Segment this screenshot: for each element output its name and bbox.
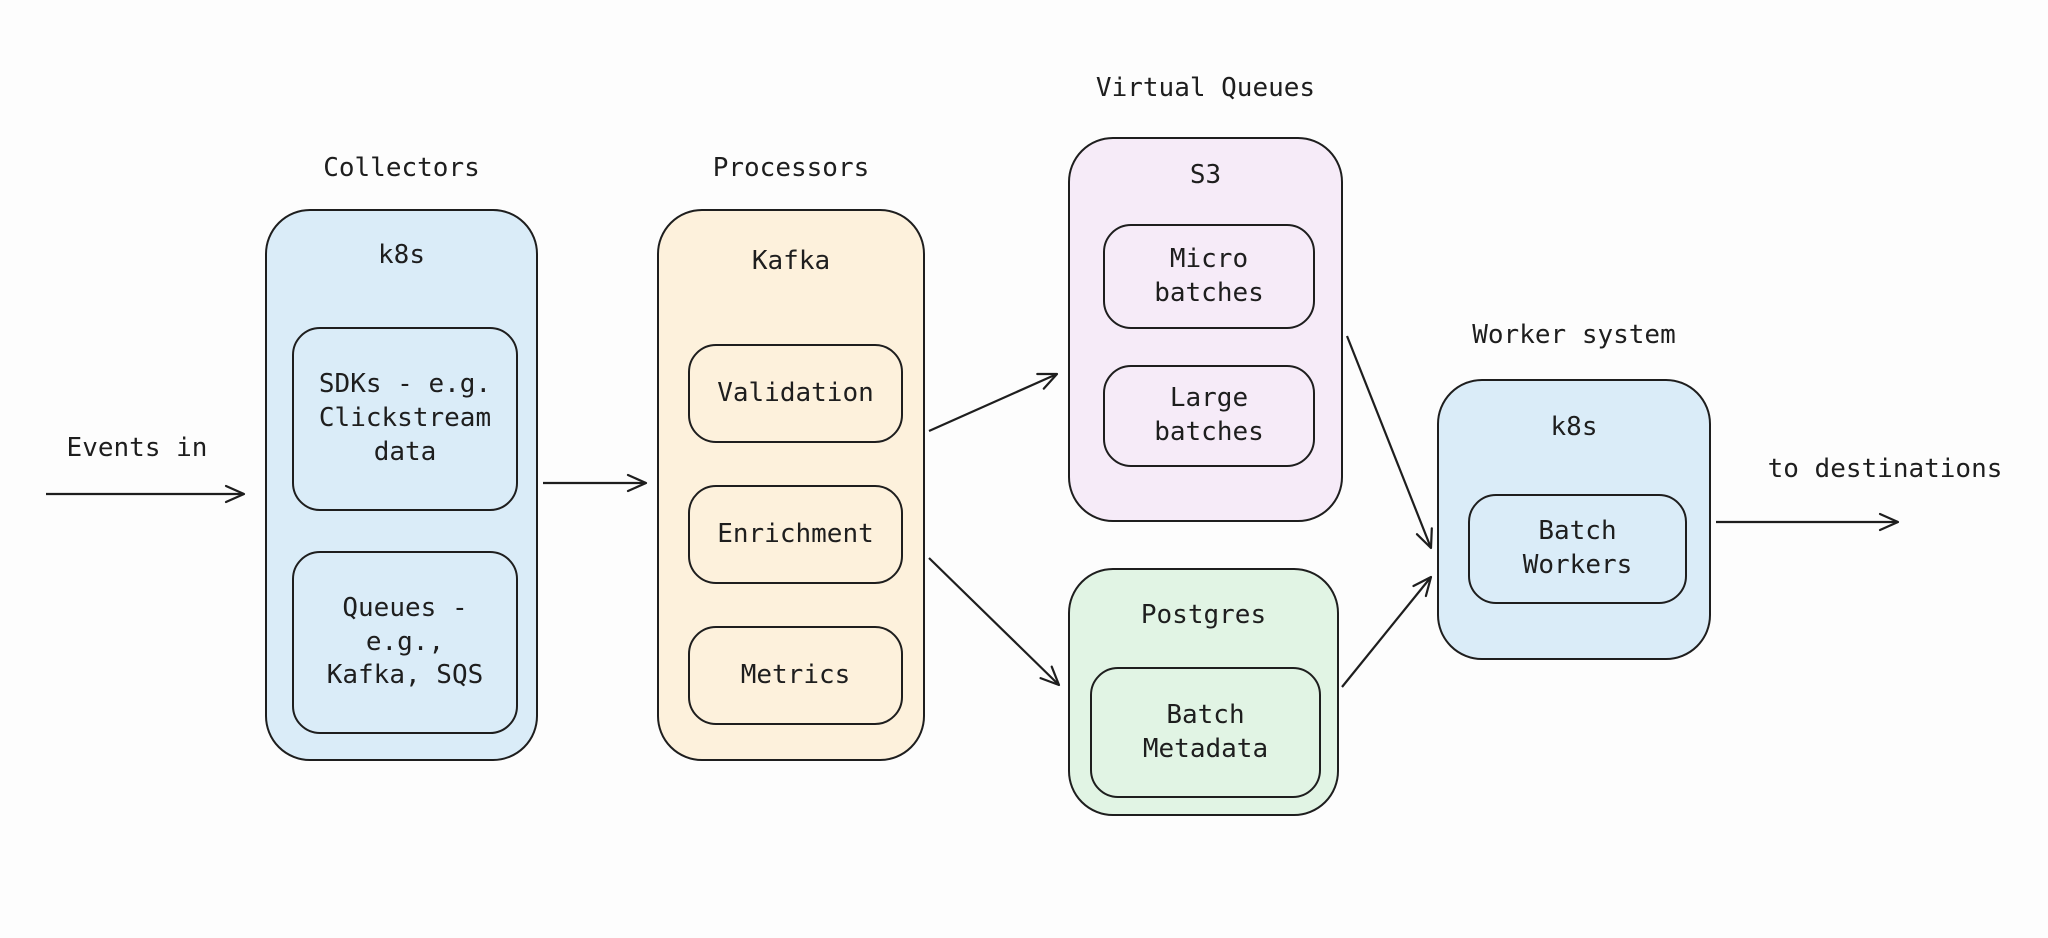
arrow-processors-to-postgres: [928, 557, 1061, 687]
arrow-postgres-to-worker: [1341, 575, 1433, 688]
worker-system-label: Worker system: [1472, 320, 1676, 350]
processors-validation-label: Validation: [717, 377, 874, 408]
collectors-label: Collectors: [323, 153, 480, 183]
events-in-label: Events in: [66, 433, 208, 463]
collectors-node-title: k8s: [378, 240, 425, 270]
processors-label: Processors: [712, 153, 870, 183]
processors-enrichment-label: Enrichment: [717, 518, 874, 549]
worker-system-node-title: k8s: [1550, 412, 1598, 442]
collectors-queues-label: Queues - e.g., Kafka, SQS: [326, 592, 484, 691]
s3-large-batches-label: Large batches: [1154, 383, 1264, 447]
collectors-queues-node: Queues - e.g., Kafka, SQS: [292, 551, 518, 734]
postgres-node-title: Postgres: [1140, 600, 1267, 630]
collectors-sdks-label: SDKs - e.g. Clickstream data: [318, 369, 492, 467]
postgres-node: Postgres Batch Metadata: [1068, 568, 1339, 816]
postgres-batch-metadata-node: Batch Metadata: [1090, 667, 1321, 798]
virtual-queues-label: Virtual Queues: [1095, 73, 1316, 103]
s3-node: S3 Micro batches Large batches: [1068, 137, 1343, 522]
processors-enrichment-node: Enrichment: [688, 485, 903, 584]
collectors-node: k8s SDKs - e.g. Clickstream data Queues …: [265, 209, 538, 761]
processors-metrics-node: Metrics: [688, 626, 903, 725]
worker-system-node: k8s Batch Workers: [1437, 379, 1711, 660]
processors-validation-node: Validation: [688, 344, 903, 443]
postgres-batch-metadata-label: Batch Metadata: [1142, 699, 1269, 764]
arrow-processors-to-s3: [928, 372, 1059, 433]
worker-batch-workers-label: Batch Workers: [1522, 516, 1633, 580]
processors-node-title: Kafka: [751, 246, 831, 276]
to-destinations-label: to destinations: [1767, 454, 2003, 484]
s3-micro-batches-label: Micro batches: [1154, 243, 1264, 308]
collectors-sdks-node: SDKs - e.g. Clickstream data: [292, 327, 518, 511]
processors-node: Kafka Validation Enrichment Metrics: [657, 209, 925, 761]
s3-micro-batches-node: Micro batches: [1103, 224, 1315, 329]
s3-node-title: S3: [1189, 160, 1222, 190]
processors-metrics-label: Metrics: [740, 659, 851, 690]
worker-batch-workers-node: Batch Workers: [1468, 494, 1687, 604]
s3-large-batches-node: Large batches: [1103, 365, 1315, 467]
arrow-s3-to-worker: [1345, 335, 1433, 550]
